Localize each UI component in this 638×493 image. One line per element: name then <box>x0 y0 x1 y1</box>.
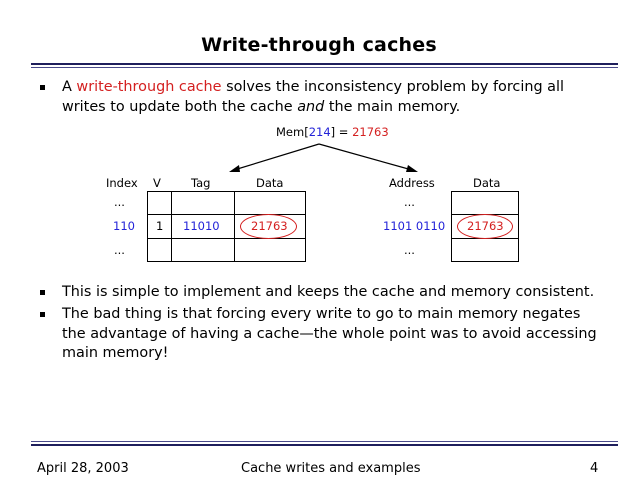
mem-value: 21763 <box>352 125 389 139</box>
memory-data-highlight-ring <box>457 214 513 239</box>
bullet-text-prefix: A <box>62 79 77 95</box>
memory-header-data: Data <box>473 176 501 190</box>
cache-data-highlight-ring <box>240 214 297 239</box>
arrow-to-memory <box>318 143 413 171</box>
cache-col-divider-2 <box>234 191 235 262</box>
title-rule-thick <box>31 63 618 65</box>
bullet-text: This is simple to implement and keeps th… <box>62 284 595 300</box>
footer-rule-thick <box>31 444 618 446</box>
bullet-bad-thing: The bad thing is that forcing every writ… <box>40 305 605 364</box>
memory-row-address: 1101 0110 <box>383 219 446 233</box>
mem-label-prefix: Mem[ <box>276 125 309 139</box>
cache-row-valid: 1 <box>156 219 164 233</box>
bullet-text: The bad thing is that forcing every writ… <box>62 306 597 361</box>
bullet-text-suffix: the main memory. <box>324 98 461 115</box>
page-number: 4 <box>590 461 599 476</box>
memory-ellipsis-bottom: ... <box>404 243 415 257</box>
memory-write-label: Mem[214] = 21763 <box>276 125 389 139</box>
cache-col-divider-1 <box>171 191 172 262</box>
footer-date: April 28, 2003 <box>37 461 129 476</box>
cache-row-divider-1 <box>147 214 306 215</box>
arrow-to-cache <box>233 143 320 171</box>
slide-title: Write-through caches <box>201 34 437 56</box>
bullet-square-icon <box>40 312 45 317</box>
emphasis-and: and <box>297 98 325 115</box>
cache-header-data: Data <box>256 176 284 190</box>
arrowhead-cache-icon <box>229 165 240 172</box>
title-rule-thin <box>31 67 618 68</box>
mem-address: 214 <box>308 125 331 139</box>
mem-label-equals: ] = <box>330 125 353 139</box>
cache-header-v: V <box>153 176 161 190</box>
cache-table-frame <box>147 191 306 262</box>
memory-table-frame <box>451 191 519 262</box>
footer-topic: Cache writes and examples <box>241 461 421 476</box>
bullet-text: A write-through cache solves the inconsi… <box>62 78 600 117</box>
bullet-square-icon <box>40 85 45 90</box>
cache-ellipsis-bottom: ... <box>114 243 125 257</box>
cache-header-index: Index <box>106 176 138 190</box>
cache-ellipsis-top: ... <box>114 195 125 209</box>
cache-row-divider-2 <box>147 238 306 239</box>
memory-header-address: Address <box>389 176 435 190</box>
memory-ellipsis-top: ... <box>404 195 415 209</box>
bullet-square-icon <box>40 290 45 295</box>
cache-row-tag: 11010 <box>183 219 220 233</box>
bullet-write-through: A write-through cache solves the inconsi… <box>40 78 600 117</box>
footer-rule-thin <box>31 441 618 442</box>
arrowhead-memory-icon <box>406 165 418 172</box>
cache-row-index: 110 <box>113 219 135 233</box>
bullet-text-mid: solves the inconsistency problem by forc… <box>62 79 564 115</box>
cache-header-tag: Tag <box>191 176 211 190</box>
bullet-simple: This is simple to implement and keeps th… <box>40 283 615 303</box>
write-through-term: write-through cache <box>76 79 222 95</box>
